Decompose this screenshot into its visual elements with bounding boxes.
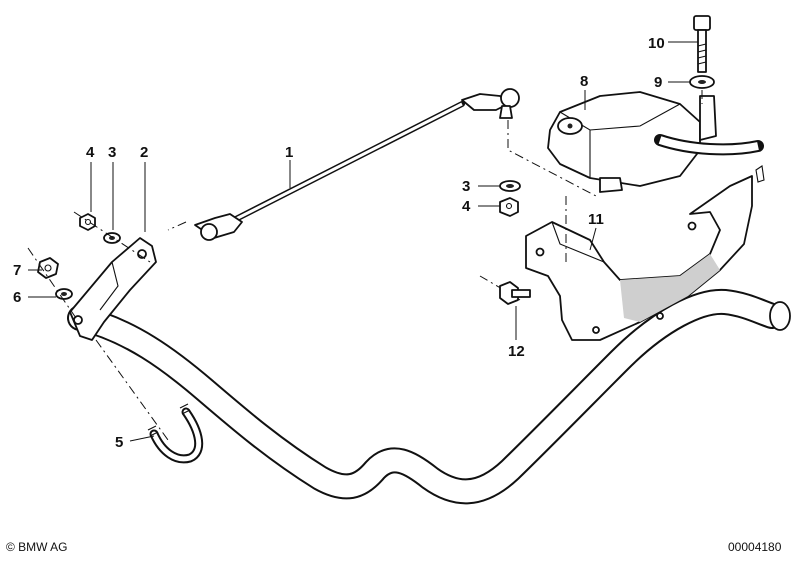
callout-11: 11 bbox=[588, 211, 604, 228]
callout-9: 9 bbox=[654, 74, 662, 91]
callout-6: 6 bbox=[13, 289, 21, 306]
diagram-number: 00004180 bbox=[728, 540, 782, 554]
right-hardware bbox=[499, 180, 521, 217]
callout-labels: 1 2 3 4 5 6 7 8 9 10 3 4 11 12 bbox=[13, 35, 665, 451]
callout-2: 2 bbox=[140, 144, 148, 161]
leader-lines bbox=[28, 41, 698, 442]
bolt-12 bbox=[499, 281, 531, 305]
callout-4-left: 4 bbox=[86, 144, 95, 161]
left-bracket bbox=[69, 237, 157, 341]
u-bolt bbox=[147, 403, 204, 464]
callout-7: 7 bbox=[13, 262, 21, 279]
callout-12: 12 bbox=[508, 343, 525, 360]
top-right-hardware bbox=[689, 15, 715, 104]
left-hardware bbox=[27, 211, 169, 441]
callout-8: 8 bbox=[580, 73, 588, 90]
copyright-text: © BMW AG bbox=[6, 540, 68, 554]
callout-10: 10 bbox=[648, 35, 665, 52]
connecting-rod bbox=[167, 88, 520, 241]
callout-5: 5 bbox=[115, 434, 123, 451]
level-sensor bbox=[507, 91, 764, 197]
callout-4-right: 4 bbox=[462, 198, 471, 215]
callout-3-left: 3 bbox=[108, 144, 116, 161]
callout-1: 1 bbox=[285, 144, 293, 161]
callout-3-right: 3 bbox=[462, 178, 470, 195]
